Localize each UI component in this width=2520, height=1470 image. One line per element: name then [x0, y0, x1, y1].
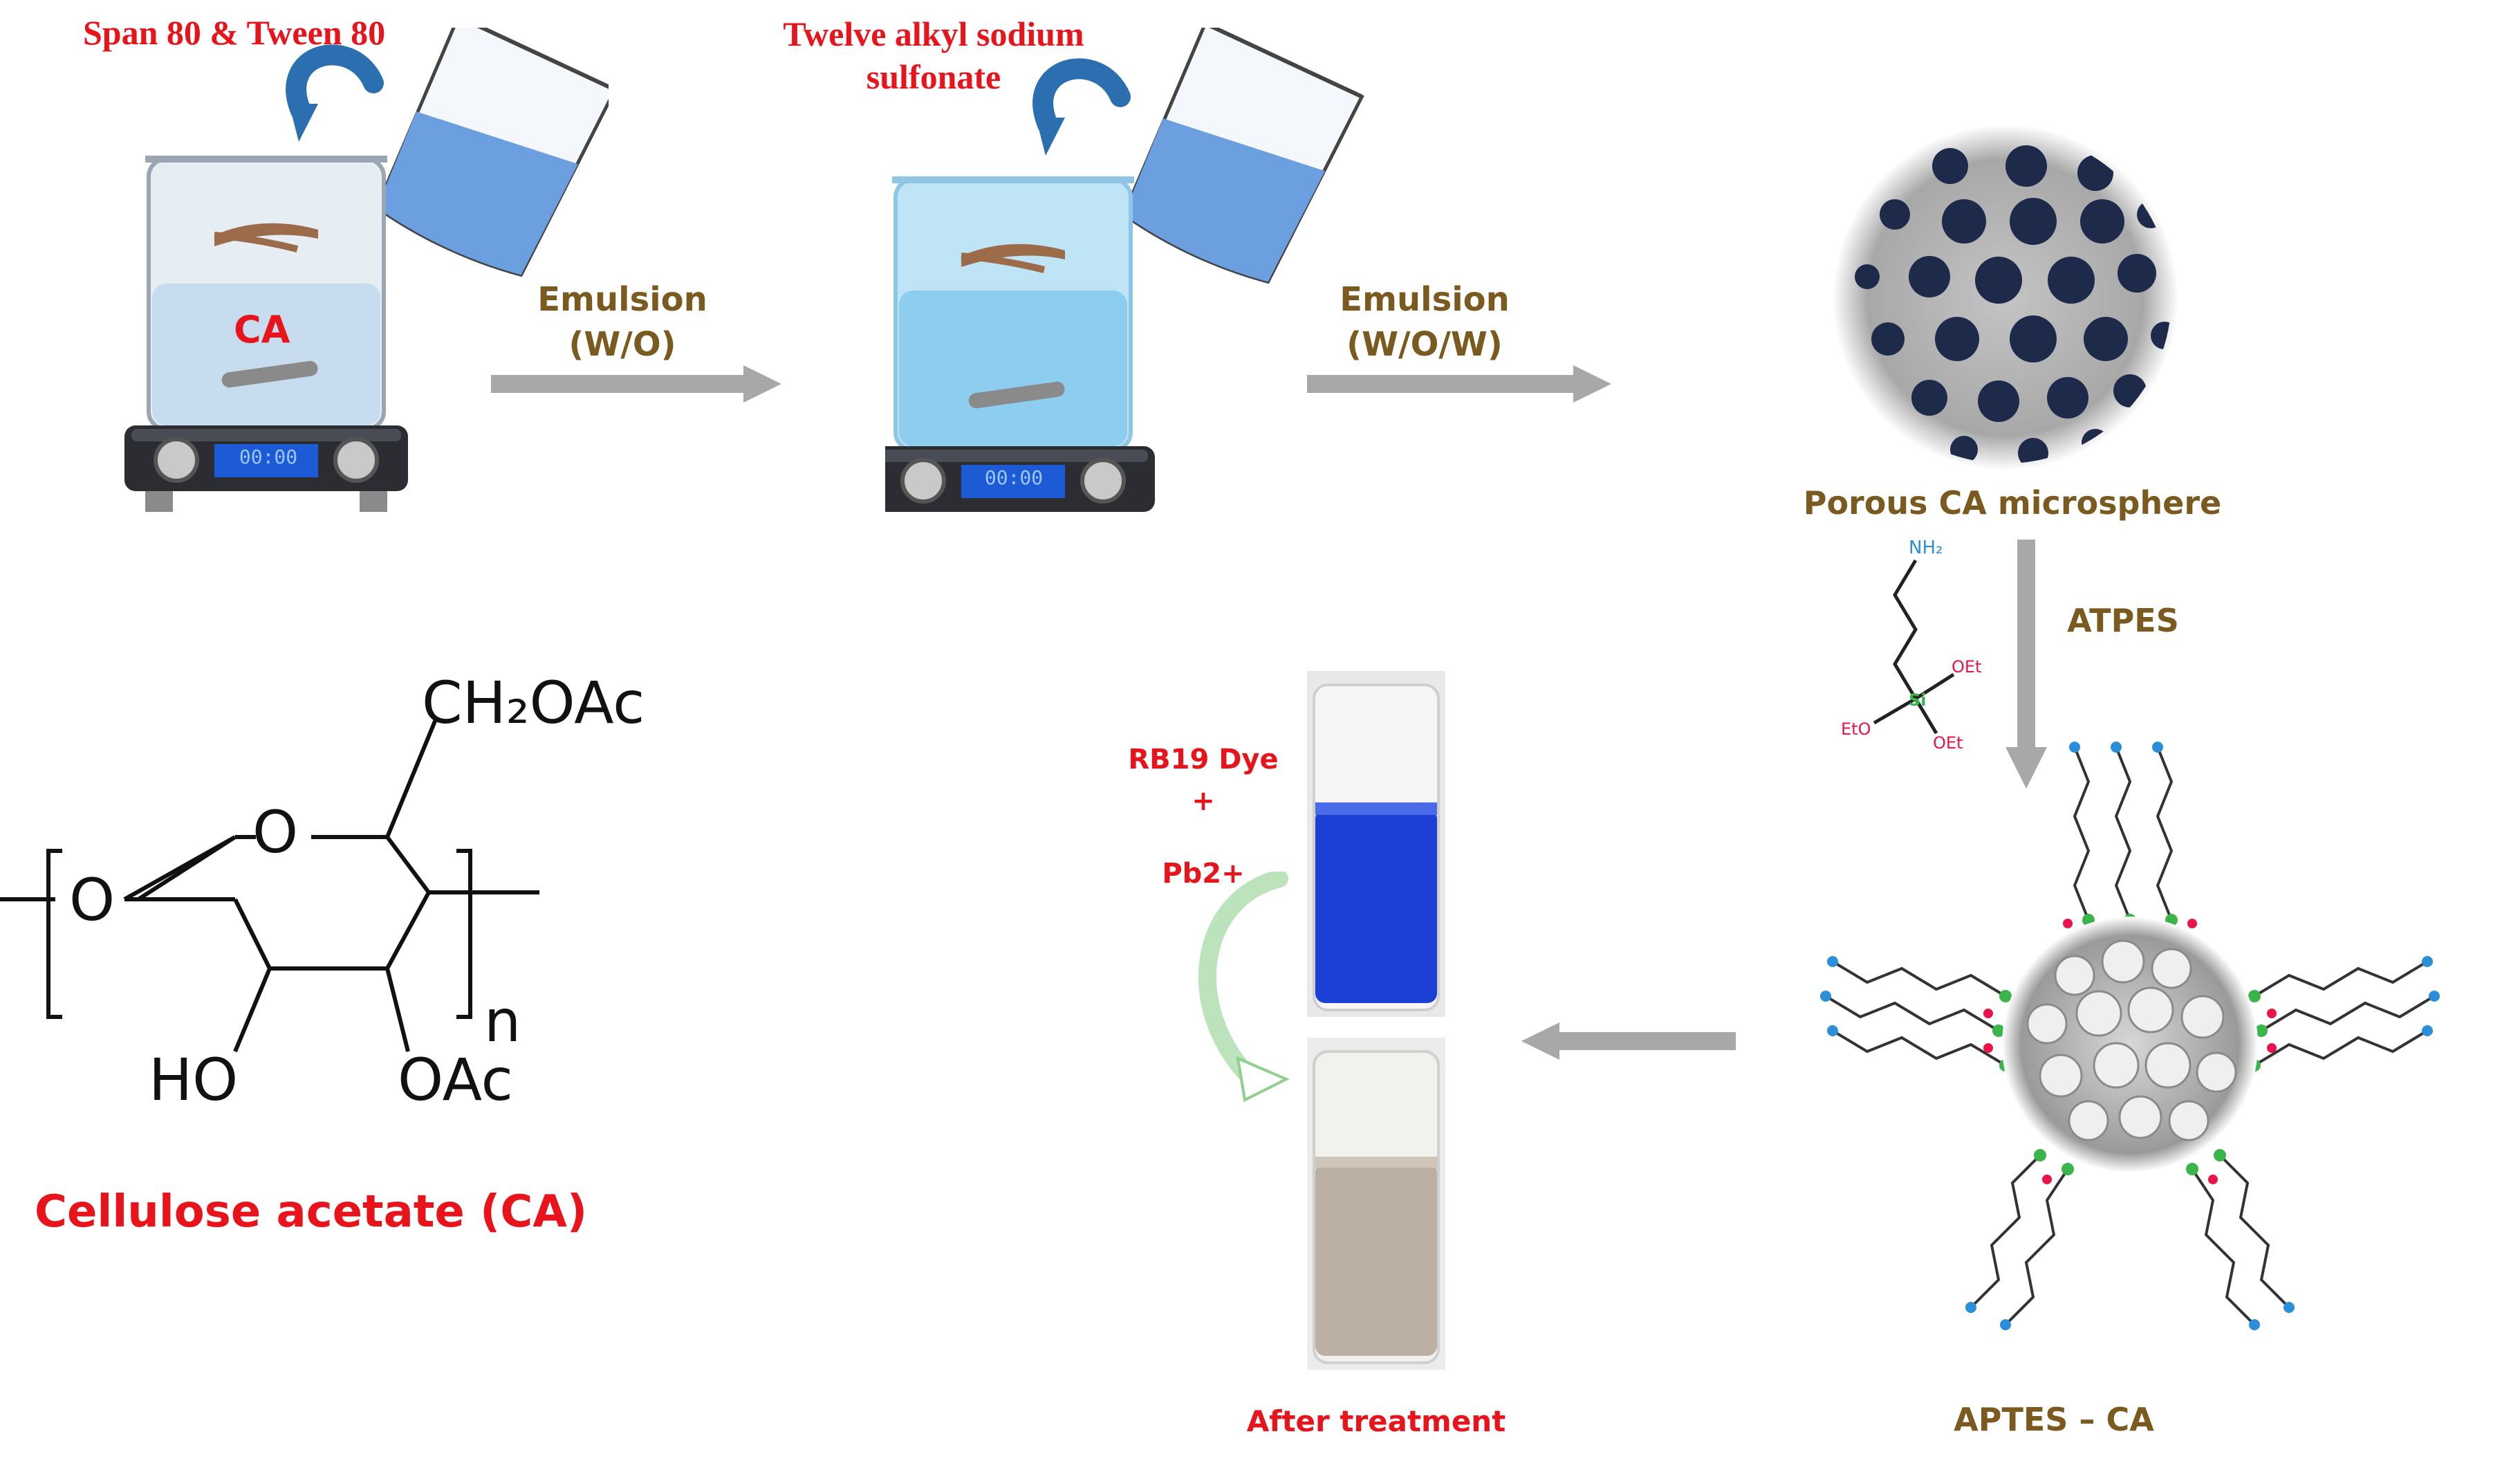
cellulose-structure: CH₂OAc O O n HO OAc — [0, 669, 645, 1107]
emulsion-2-sub: (W/O/W) — [1346, 325, 1503, 364]
vial-after — [1307, 1038, 1445, 1370]
porous-microsphere — [1833, 125, 2178, 470]
twelve-alkyl-label: Twelve alkyl sodium sulfonate — [783, 15, 1084, 96]
aptes-ca-sphere — [1820, 742, 2440, 1330]
ch2oac-label: CH₂OAc — [422, 669, 645, 737]
oac-label: OAc — [398, 1046, 513, 1107]
link-oxygen-label: O — [69, 866, 115, 934]
arrow-2 — [1307, 365, 1611, 403]
rb19-dye-label: RB19 Dye — [1128, 744, 1279, 775]
arrow-1 — [491, 365, 781, 403]
arrow-down — [2005, 540, 2047, 789]
atpes-si: Si — [1909, 690, 1927, 710]
emulsion-1-sub: (W/O) — [568, 325, 676, 364]
after-treatment-label: After treatment — [1246, 1404, 1506, 1438]
cellulose-acetate-title: Cellulose acetate (CA) — [35, 1186, 588, 1238]
ring-oxygen-label: O — [252, 798, 298, 866]
plus-label: + — [1192, 785, 1215, 817]
ho-label: HO — [149, 1046, 238, 1107]
emulsion-1-title: Emulsion — [537, 280, 707, 319]
beaker-setup-2 — [885, 28, 1364, 512]
timer-1-label: 00:00 — [239, 445, 298, 468]
ca-beaker-label: CA — [234, 308, 290, 351]
vial-before — [1307, 671, 1445, 1017]
atpes-oet-1: OEt — [1952, 657, 1981, 677]
pb2-label: Pb2+ — [1162, 858, 1245, 890]
atpes-oet-2: OEt — [1933, 733, 1963, 753]
timer-2-label: 00:00 — [984, 466, 1044, 489]
atpes-eto: EtO — [1841, 719, 1871, 739]
atpes-label: ATPES — [2067, 602, 2179, 639]
emulsion-2-title: Emulsion — [1340, 280, 1510, 319]
subscript-n-label: n — [484, 987, 521, 1055]
aptes-ca-label: APTES – CA — [1954, 1401, 2154, 1438]
atpes-nh2: NH₂ — [1909, 538, 1943, 558]
treatment-curved-arrow — [1198, 872, 1290, 1102]
atpes-molecule: NH₂ OEt Si EtO OEt — [1841, 538, 1981, 753]
arrow-left — [1521, 1022, 1736, 1060]
porous-label: Porous CA microsphere — [1803, 484, 2222, 522]
beaker-setup-1 — [124, 28, 609, 512]
